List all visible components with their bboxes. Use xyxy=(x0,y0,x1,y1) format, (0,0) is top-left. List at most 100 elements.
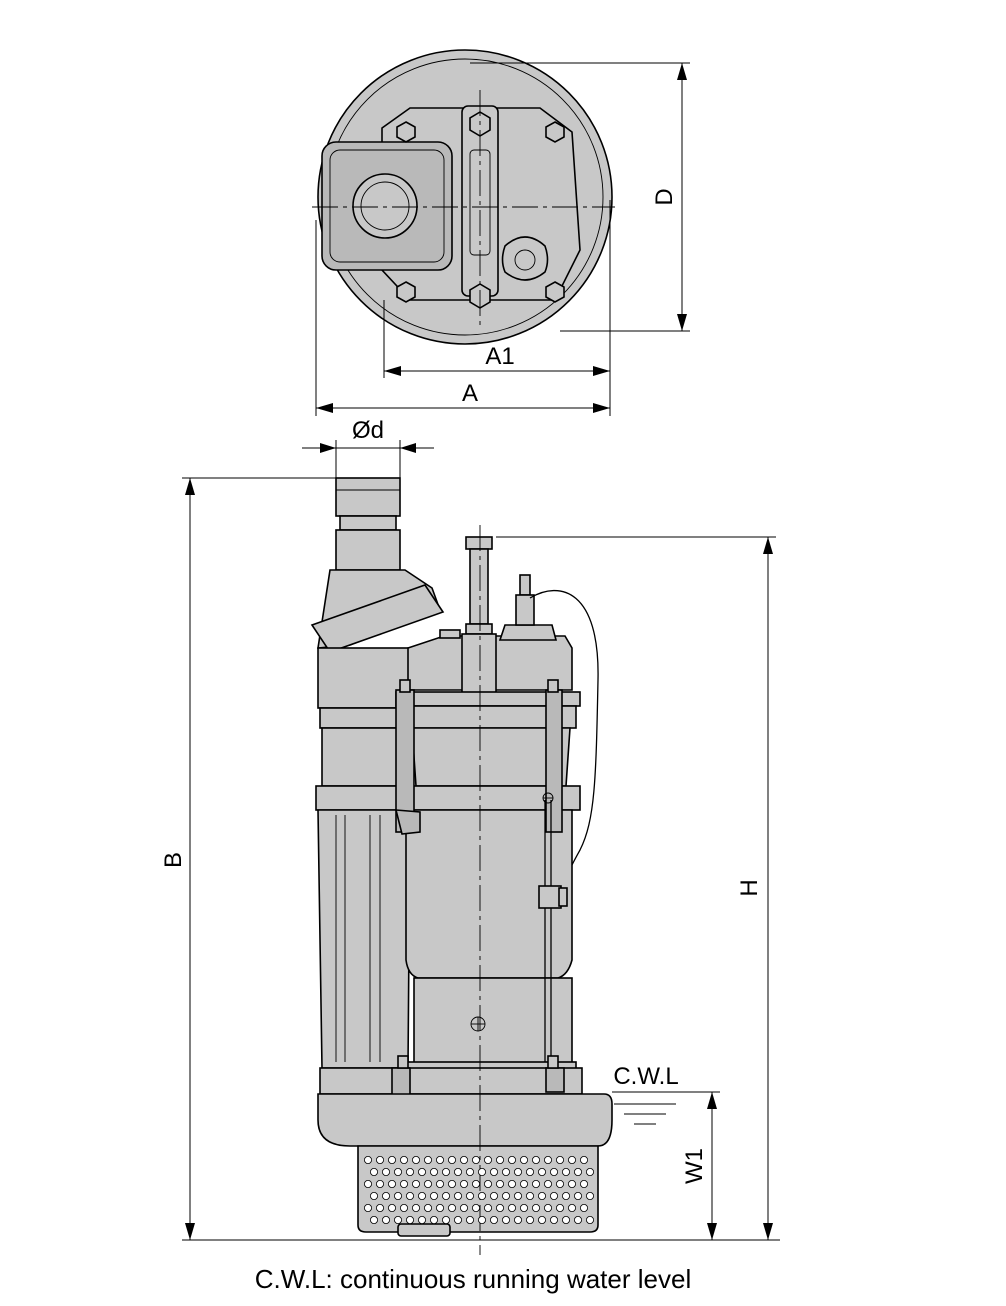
strainer-hole xyxy=(429,1168,438,1177)
strainer-hole xyxy=(429,1192,438,1201)
strainer-holes xyxy=(363,1156,595,1225)
strainer-hole xyxy=(369,1168,378,1177)
strainer-hole xyxy=(507,1180,516,1189)
strainer-hole xyxy=(435,1204,444,1213)
strainer-hole xyxy=(532,1204,541,1213)
strainer-hole xyxy=(459,1156,468,1165)
strainer-hole xyxy=(465,1216,474,1225)
strainer-hole xyxy=(501,1216,510,1225)
strainer-hole xyxy=(526,1168,535,1177)
strainer-hole xyxy=(459,1180,468,1189)
strainer-hole xyxy=(477,1192,486,1201)
strainer-hole xyxy=(447,1204,456,1213)
strainer-hole xyxy=(580,1204,589,1213)
strainer-hole xyxy=(538,1192,547,1201)
strainer-hole xyxy=(411,1180,420,1189)
dimension-label-d: D xyxy=(651,188,678,205)
strainer-hole xyxy=(526,1192,535,1201)
strainer-hole xyxy=(375,1204,384,1213)
strainer-hole xyxy=(417,1168,426,1177)
strainer-hole xyxy=(363,1156,372,1165)
top-view-dimensions xyxy=(315,62,690,416)
strainer-hole xyxy=(441,1192,450,1201)
strainer-hole xyxy=(501,1192,510,1201)
strainer-hole xyxy=(501,1168,510,1177)
dimension-label-w1: W1 xyxy=(681,1148,708,1184)
strainer-hole xyxy=(520,1156,529,1165)
strainer-hole xyxy=(387,1180,396,1189)
strainer-hole xyxy=(423,1156,432,1165)
strainer-hole xyxy=(489,1216,498,1225)
strainer-hole xyxy=(405,1192,414,1201)
strainer-hole xyxy=(514,1192,523,1201)
strainer-hole xyxy=(495,1180,504,1189)
strainer-hole xyxy=(568,1180,577,1189)
strainer-hole xyxy=(538,1168,547,1177)
strainer-hole xyxy=(532,1180,541,1189)
strainer-hole xyxy=(489,1192,498,1201)
strainer-hole xyxy=(574,1168,583,1177)
strainer-hole xyxy=(369,1216,378,1225)
strainer-hole xyxy=(429,1216,438,1225)
strainer-hole xyxy=(411,1156,420,1165)
strainer-hole xyxy=(538,1216,547,1225)
strainer-hole xyxy=(405,1216,414,1225)
strainer-hole xyxy=(568,1156,577,1165)
strainer-hole xyxy=(544,1156,553,1165)
dimension-label-b: B xyxy=(160,852,187,868)
strainer-hole xyxy=(441,1168,450,1177)
strainer-hole xyxy=(471,1180,480,1189)
strainer-hole xyxy=(586,1168,595,1177)
strainer-hole xyxy=(483,1156,492,1165)
strainer-hole xyxy=(526,1216,535,1225)
strainer-hole xyxy=(477,1168,486,1177)
strainer-hole xyxy=(544,1180,553,1189)
strainer-hole xyxy=(453,1192,462,1201)
strainer-hole xyxy=(375,1156,384,1165)
strainer-hole xyxy=(580,1156,589,1165)
strainer-hole xyxy=(363,1204,372,1213)
dimension-label-h: H xyxy=(736,879,763,896)
strainer-hole xyxy=(507,1156,516,1165)
strainer-hole xyxy=(423,1204,432,1213)
strainer-hole xyxy=(477,1216,486,1225)
strainer-hole xyxy=(556,1156,565,1165)
strainer-hole xyxy=(483,1180,492,1189)
strainer-hole xyxy=(393,1168,402,1177)
strainer-hole xyxy=(453,1168,462,1177)
strainer-hole xyxy=(550,1168,559,1177)
strainer-hole xyxy=(435,1156,444,1165)
top-view xyxy=(312,49,615,345)
strainer-hole xyxy=(405,1168,414,1177)
strainer-hole xyxy=(393,1192,402,1201)
strainer-hole xyxy=(520,1204,529,1213)
strainer-hole xyxy=(580,1180,589,1189)
strainer-hole xyxy=(556,1204,565,1213)
dimension-label-a1: A1 xyxy=(485,343,514,370)
strainer-hole xyxy=(562,1168,571,1177)
strainer-hole xyxy=(514,1216,523,1225)
strainer-hole xyxy=(363,1180,372,1189)
strainer-hole xyxy=(453,1216,462,1225)
strainer-hole xyxy=(574,1216,583,1225)
dimension-label-a: A xyxy=(462,380,478,407)
strainer-hole xyxy=(495,1156,504,1165)
strainer-hole xyxy=(387,1204,396,1213)
strainer-hole xyxy=(574,1192,583,1201)
strainer-hole xyxy=(447,1156,456,1165)
strainer-hole xyxy=(568,1204,577,1213)
strainer-hole xyxy=(441,1216,450,1225)
strainer-hole xyxy=(532,1156,541,1165)
strainer-hole xyxy=(417,1192,426,1201)
strainer-hole xyxy=(411,1204,420,1213)
strainer-hole xyxy=(520,1180,529,1189)
side-view-dimensions xyxy=(182,440,780,1241)
strainer-hole xyxy=(495,1204,504,1213)
strainer-hole xyxy=(399,1204,408,1213)
strainer-hole xyxy=(399,1180,408,1189)
strainer-hole xyxy=(465,1192,474,1201)
strainer-hole xyxy=(399,1156,408,1165)
label-cwl: C.W.L xyxy=(613,1063,678,1090)
strainer-hole xyxy=(514,1168,523,1177)
strainer-hole xyxy=(381,1168,390,1177)
